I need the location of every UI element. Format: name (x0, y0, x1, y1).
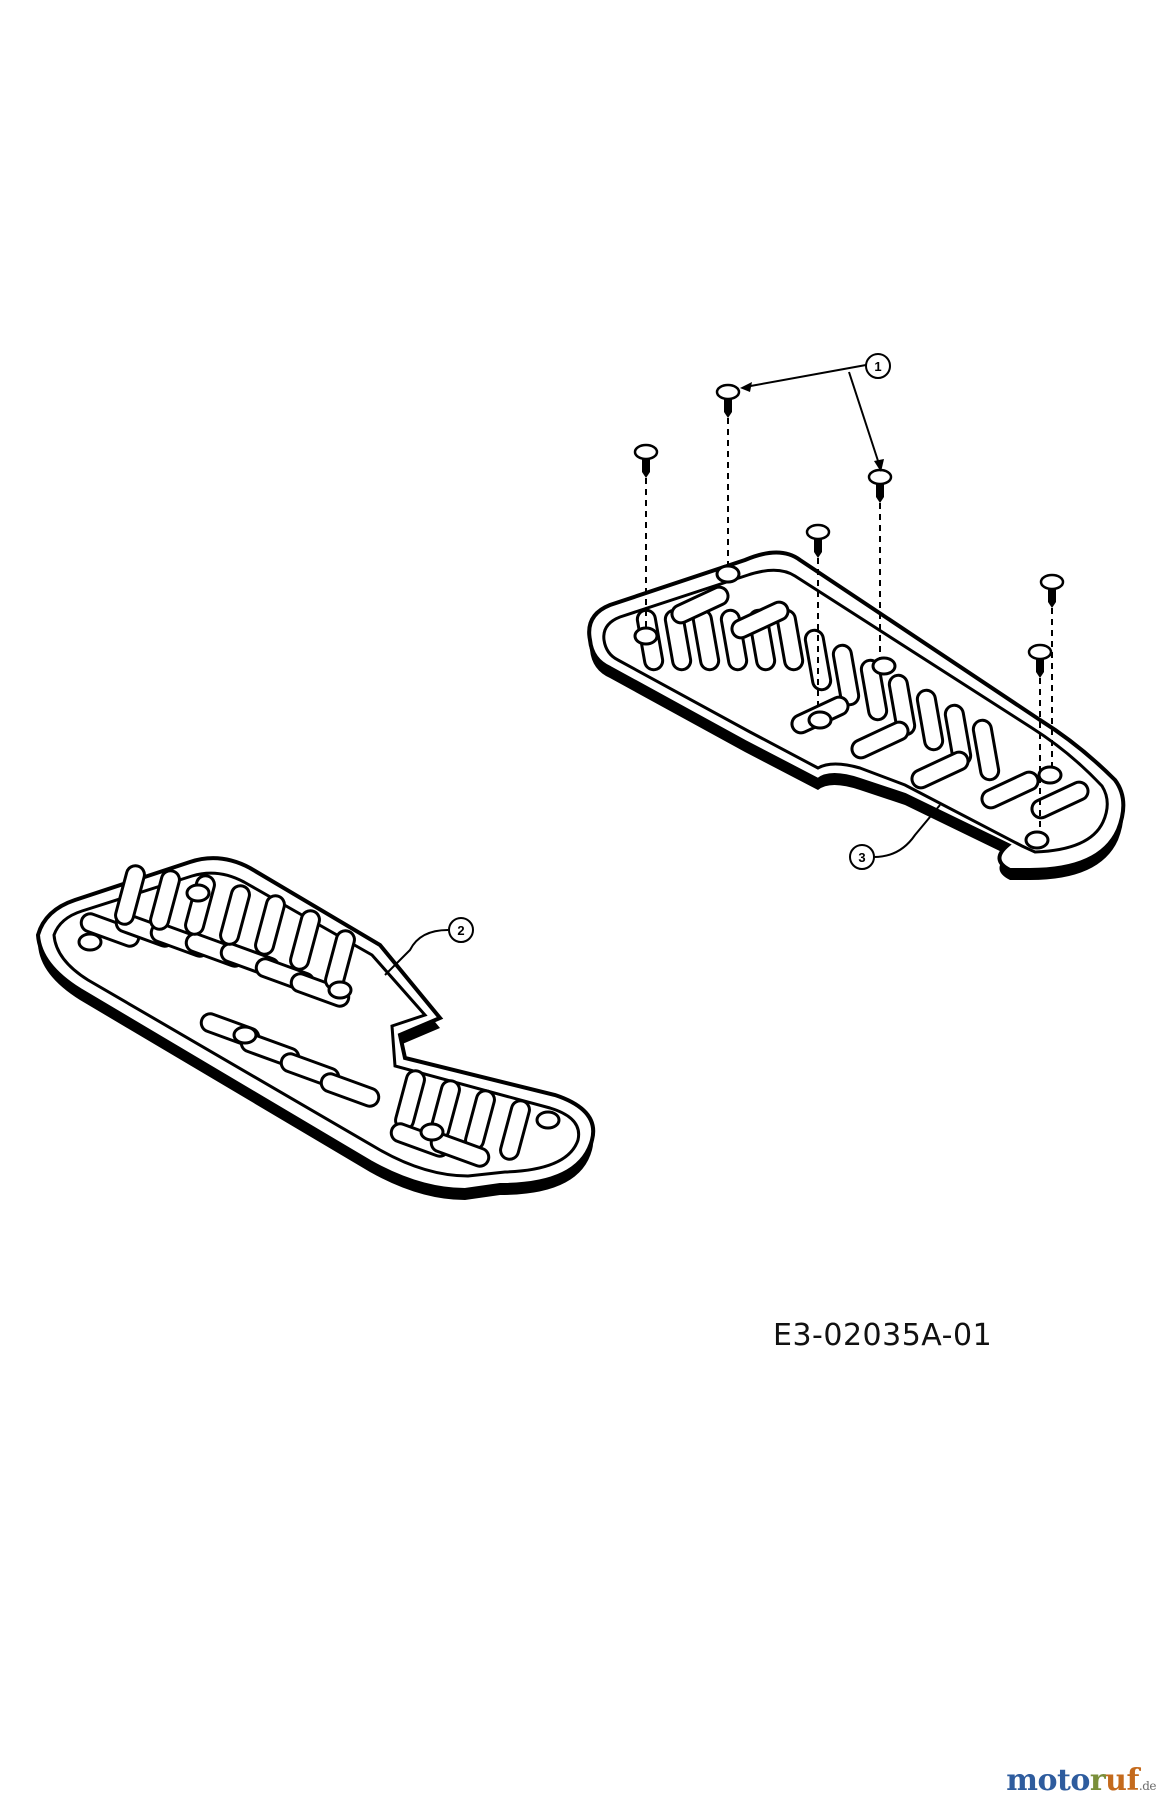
bolt-icon (715, 383, 741, 420)
bolt-icon (867, 468, 893, 505)
watermark-letter: f (1126, 1763, 1139, 1798)
watermark-text: motoruf (1006, 1763, 1139, 1798)
bolts-group (633, 383, 1065, 832)
footrest-right (587, 550, 1126, 880)
callout-2-label: 2 (457, 923, 464, 938)
footrest-left (35, 856, 596, 1200)
footrest-left-holes (77, 883, 561, 1142)
callout-1-label: 1 (874, 359, 881, 374)
callout-3-label: 3 (858, 850, 865, 865)
bolt-icon (1027, 643, 1053, 680)
callout-1: 1 (740, 353, 891, 472)
bolt-icon (1039, 573, 1065, 610)
watermark-letter: o (1070, 1763, 1090, 1798)
watermark-suffix: .de (1138, 1779, 1157, 1793)
watermark-letter: t (1056, 1763, 1071, 1798)
drawing-code: E3-02035A-01 (773, 1318, 993, 1353)
watermark-letter: m (1006, 1763, 1038, 1798)
bolt-icon (805, 523, 831, 560)
bolt-icon (633, 443, 659, 480)
footrest-right-holes (633, 564, 1063, 850)
watermark-logo: motoruf.de (1006, 1763, 1156, 1798)
callout-3: 3 (849, 804, 941, 870)
watermark-letter: r (1089, 1763, 1106, 1798)
watermark-letter: o (1037, 1763, 1057, 1798)
watermark-letter: u (1105, 1763, 1127, 1798)
callout-2: 2 (384, 917, 474, 976)
